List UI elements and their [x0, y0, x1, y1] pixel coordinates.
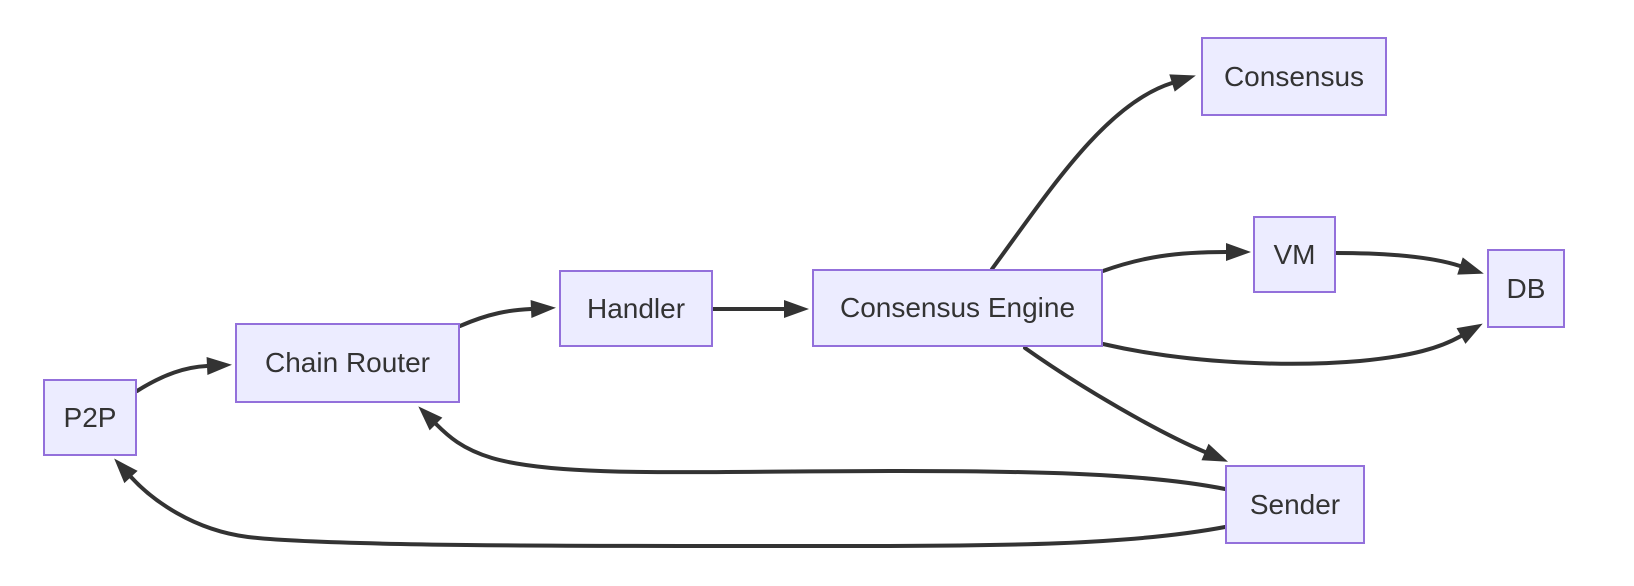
node-consensus-label: Consensus	[1223, 60, 1365, 92]
node-db: DB	[1487, 249, 1565, 328]
node-p2p: P2P	[43, 379, 137, 456]
edge-consensus-engine-to-sender	[1023, 346, 1229, 462]
node-db-label: DB	[1506, 272, 1546, 304]
edge-consensus-engine-to-consensus	[990, 74, 1196, 271]
node-sender-label: Sender	[1249, 488, 1341, 520]
edge-consensus-engine-to-db	[1101, 323, 1483, 366]
edge-p2p-to-chain-router	[135, 357, 232, 393]
node-consensus: Consensus	[1201, 37, 1387, 116]
node-vm: VM	[1253, 216, 1336, 293]
node-chain-router: Chain Router	[235, 323, 460, 403]
node-vm-label: VM	[1273, 238, 1316, 270]
edge-sender-to-p2p	[114, 458, 1227, 549]
edge-consensus-engine-to-vm	[1101, 243, 1251, 273]
node-p2p-label: P2P	[63, 401, 117, 433]
edge-vm-to-db	[1334, 251, 1484, 275]
edge-chain-router-to-handler	[458, 300, 556, 328]
node-consensus-engine: Consensus Engine	[812, 269, 1103, 347]
node-chain-router-label: Chain Router	[265, 347, 430, 378]
node-handler-label: Handler	[586, 292, 686, 324]
node-sender: Sender	[1225, 465, 1365, 544]
node-consensus-engine-label: Consensus Engine	[839, 292, 1076, 323]
node-handler: Handler	[559, 270, 713, 347]
edge-sender-to-chain-router	[418, 406, 1227, 491]
